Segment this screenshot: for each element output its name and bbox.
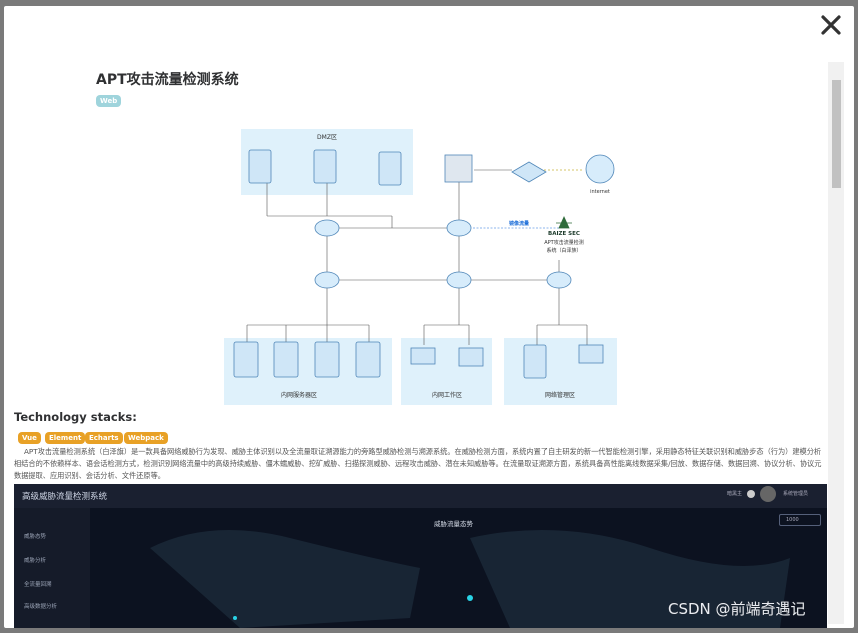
dmz-label: DMZ区 bbox=[317, 134, 337, 141]
preview-side-item: 威胁分析 bbox=[24, 558, 47, 564]
close-button[interactable] bbox=[818, 12, 844, 38]
system-label-2: 系统（白泽族） bbox=[546, 247, 581, 254]
close-icon bbox=[821, 15, 841, 35]
preview-toggle-icon bbox=[747, 490, 755, 498]
preview-avatar bbox=[760, 486, 776, 502]
dmz-server-icons bbox=[248, 149, 402, 186]
preview-username: 系统管理员 bbox=[783, 491, 809, 497]
project-detail-modal: APT攻击流量检测系统 Web DMZ区 内网服务器区 内网工作区 网络管理区 bbox=[4, 6, 854, 628]
tech-tag-element: Element bbox=[45, 432, 86, 444]
tech-tag-vue: Vue bbox=[18, 432, 41, 444]
modal-scrollbar[interactable] bbox=[828, 62, 844, 624]
tech-stack-heading: Technology stacks: bbox=[14, 410, 137, 424]
modal-content[interactable]: APT攻击流量检测系统 Web DMZ区 内网服务器区 内网工作区 网络管理区 bbox=[4, 6, 854, 628]
preview-select: 1000 bbox=[779, 514, 821, 526]
tech-tag-echarts: Echarts bbox=[85, 432, 123, 444]
router-icons bbox=[314, 219, 572, 289]
preview-map-title: 威胁流量态势 bbox=[434, 520, 473, 528]
server-zone-label: 内网服务器区 bbox=[281, 391, 317, 399]
switch-icon bbox=[511, 161, 547, 183]
workstation-zone-label: 内网工作区 bbox=[432, 391, 462, 399]
preview-world-map bbox=[150, 530, 790, 628]
tech-tag-webpack: Webpack bbox=[124, 432, 168, 444]
project-preview-screenshot: 高级威胁流量检测系统 暗黑主 系统管理员 威胁态势 威胁分析 全流量回溯 高级数… bbox=[14, 484, 827, 628]
preview-sidebar: 威胁态势 威胁分析 全流量回溯 高级数据分析 bbox=[14, 508, 90, 628]
system-label-1: APT攻击流量检测 bbox=[544, 239, 584, 246]
preview-side-item: 高级数据分析 bbox=[24, 604, 58, 610]
preview-side-item: 威胁态势 bbox=[24, 534, 47, 540]
internet-label: internet bbox=[590, 189, 610, 195]
baize-logo-icon bbox=[556, 216, 572, 229]
project-description: APT攻击流量检测系统（白泽旗）是一款具备网络威胁行为发现、威胁主体识别以及全流… bbox=[14, 447, 822, 480]
internal-server-icons bbox=[233, 341, 547, 379]
globe-icon bbox=[585, 154, 615, 184]
scrollbar-thumb[interactable] bbox=[832, 80, 841, 188]
preview-theme-label: 暗黑主 bbox=[727, 491, 743, 497]
preview-header: 高级威胁流量检测系统 暗黑主 系统管理员 bbox=[14, 484, 827, 508]
csdn-watermark: CSDN @前端奇遇记 bbox=[668, 600, 806, 618]
brand-label: BAIZE SEC bbox=[548, 231, 580, 237]
firewall-icon bbox=[444, 154, 473, 183]
category-tag: Web bbox=[96, 95, 122, 107]
project-title: APT攻击流量检测系统 bbox=[96, 72, 239, 88]
preview-side-item: 全流量回溯 bbox=[24, 582, 52, 588]
preview-app-title: 高级威胁流量检测系统 bbox=[22, 492, 108, 502]
network-topology-diagram: DMZ区 内网服务器区 内网工作区 网络管理区 bbox=[224, 129, 617, 405]
mirror-label: 镜像流量 bbox=[509, 220, 529, 227]
management-zone-label: 网络管理区 bbox=[545, 391, 575, 399]
workstation-icons bbox=[410, 344, 604, 367]
